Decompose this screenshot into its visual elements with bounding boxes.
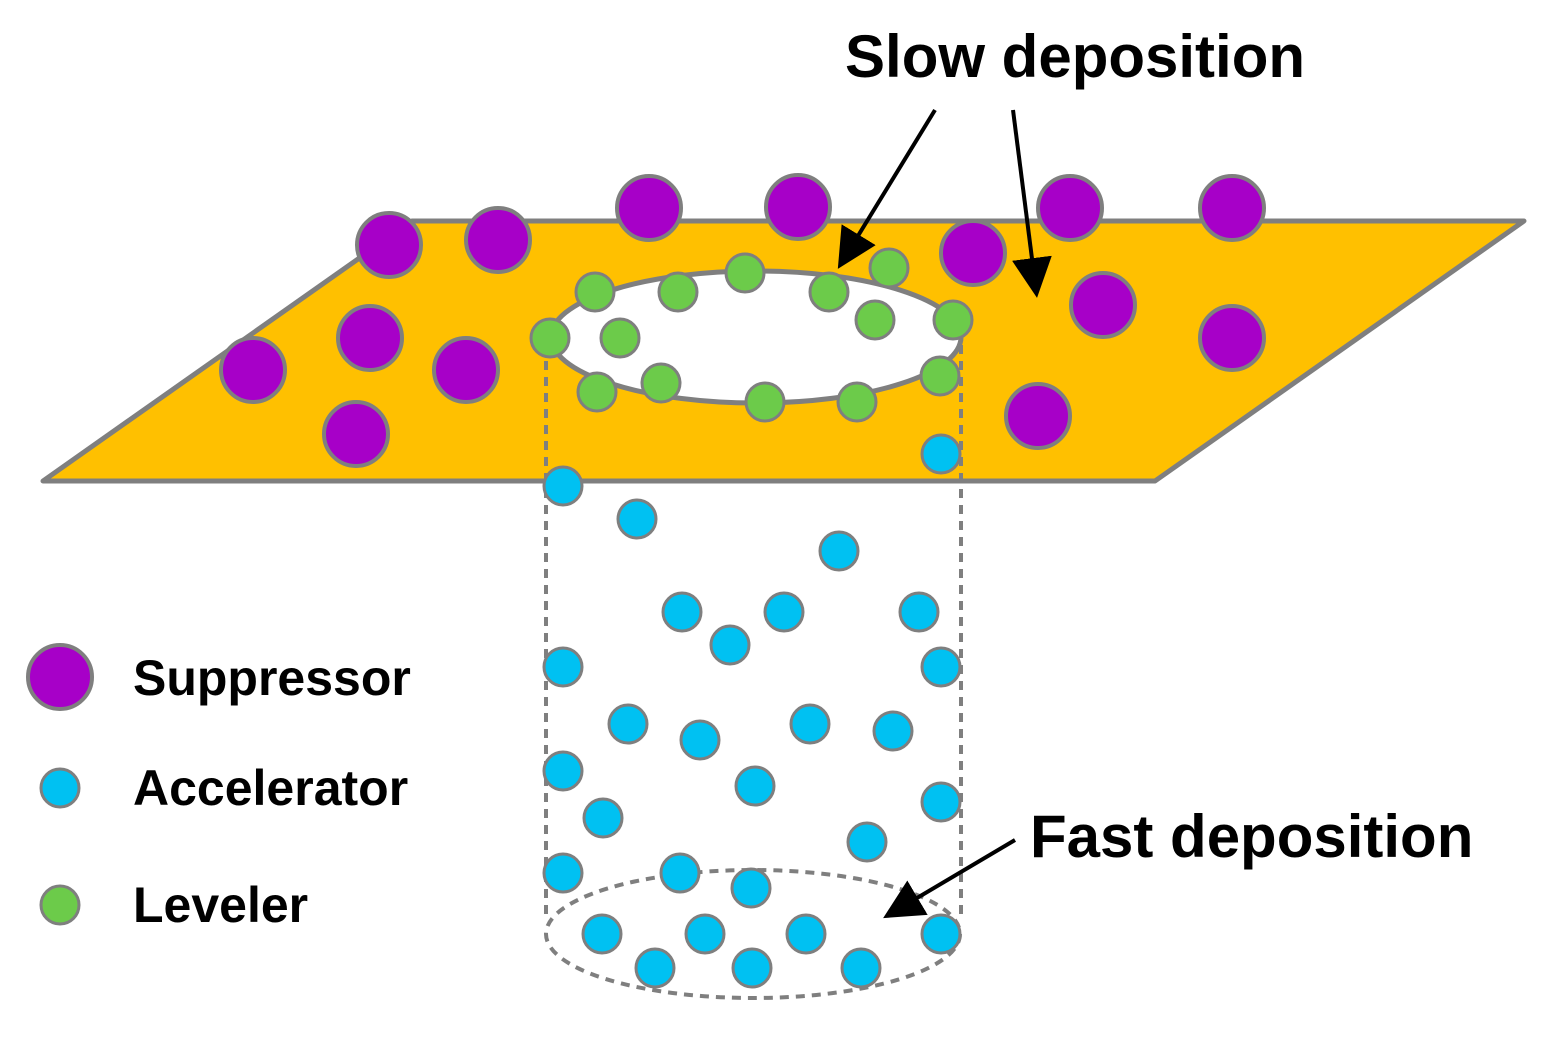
legend-accelerator-label: Accelerator (133, 760, 408, 816)
accelerator-molecule (789, 703, 831, 745)
accelerator-molecule (607, 703, 649, 745)
suppressor-molecule (939, 219, 1007, 287)
leveler-molecule (744, 381, 786, 423)
leveler-molecule (932, 299, 974, 341)
suppressor-molecule (1198, 304, 1266, 372)
accelerator-molecule (731, 947, 773, 989)
suppressor-molecule (322, 400, 390, 468)
slow-deposition-label: Slow deposition (845, 23, 1305, 90)
suppressor-molecule (1198, 174, 1266, 242)
accelerator-molecule (763, 591, 805, 633)
suppressor-molecule (464, 206, 532, 274)
suppressor-molecule (615, 174, 683, 242)
leveler-molecule (574, 271, 616, 313)
accelerator-molecule (542, 852, 584, 894)
suppressor-molecule (219, 336, 287, 404)
slow-arrow-2 (1011, 109, 1052, 298)
suppressor-molecules (219, 173, 1266, 468)
accelerator-molecule (542, 465, 584, 507)
leveler-molecule (640, 362, 682, 404)
accelerator-molecule (872, 710, 914, 752)
suppressor-molecule (432, 336, 500, 404)
legend-leveler-icon (39, 884, 81, 926)
leveler-molecules (529, 247, 974, 423)
accelerator-molecule (920, 913, 962, 955)
leveler-molecule (529, 317, 571, 359)
suppressor-molecule (764, 173, 832, 241)
legend-suppressor-icon (26, 643, 94, 711)
suppressor-molecule (1069, 271, 1137, 339)
legend: Suppressor Accelerator Leveler (26, 643, 411, 933)
accelerator-molecule (920, 646, 962, 688)
accelerator-molecule (679, 719, 721, 761)
leveler-molecule (919, 355, 961, 397)
accelerator-molecule (818, 530, 860, 572)
suppressor-molecule (336, 304, 404, 372)
leveler-molecule (868, 247, 910, 289)
accelerator-molecule (634, 947, 676, 989)
leveler-molecule (854, 299, 896, 341)
accelerator-molecule (542, 646, 584, 688)
accelerator-molecule (581, 913, 623, 955)
legend-accelerator-icon (39, 767, 81, 809)
accelerator-molecule (920, 781, 962, 823)
suppressor-molecule (1036, 174, 1104, 242)
accelerator-molecule (785, 913, 827, 955)
legend-leveler-label: Leveler (133, 877, 308, 933)
leveler-molecule (808, 271, 850, 313)
legend-suppressor-label: Suppressor (133, 650, 411, 706)
accelerator-molecule (846, 821, 888, 863)
accelerator-molecule (709, 624, 751, 666)
leveler-molecule (724, 252, 766, 294)
suppressor-molecule (355, 211, 423, 279)
accelerator-molecule (898, 591, 940, 633)
leveler-molecule (599, 317, 641, 359)
accelerator-molecule (661, 591, 703, 633)
accelerator-molecule (582, 797, 624, 839)
accelerator-molecule (730, 867, 772, 909)
leveler-molecule (657, 271, 699, 313)
fast-deposition-label: Fast deposition (1030, 803, 1473, 870)
accelerator-molecule (684, 913, 726, 955)
accelerator-molecule (659, 852, 701, 894)
accelerator-molecules (542, 433, 962, 989)
accelerator-molecule (840, 947, 882, 989)
accelerator-molecule (920, 433, 962, 475)
slow-arrow-1 (837, 108, 937, 269)
leveler-molecule (836, 381, 878, 423)
leveler-molecule (576, 371, 618, 413)
accelerator-molecule (616, 498, 658, 540)
accelerator-molecule (542, 750, 584, 792)
fast-arrow (883, 838, 1017, 919)
suppressor-molecule (1004, 382, 1072, 450)
accelerator-molecule (734, 765, 776, 807)
